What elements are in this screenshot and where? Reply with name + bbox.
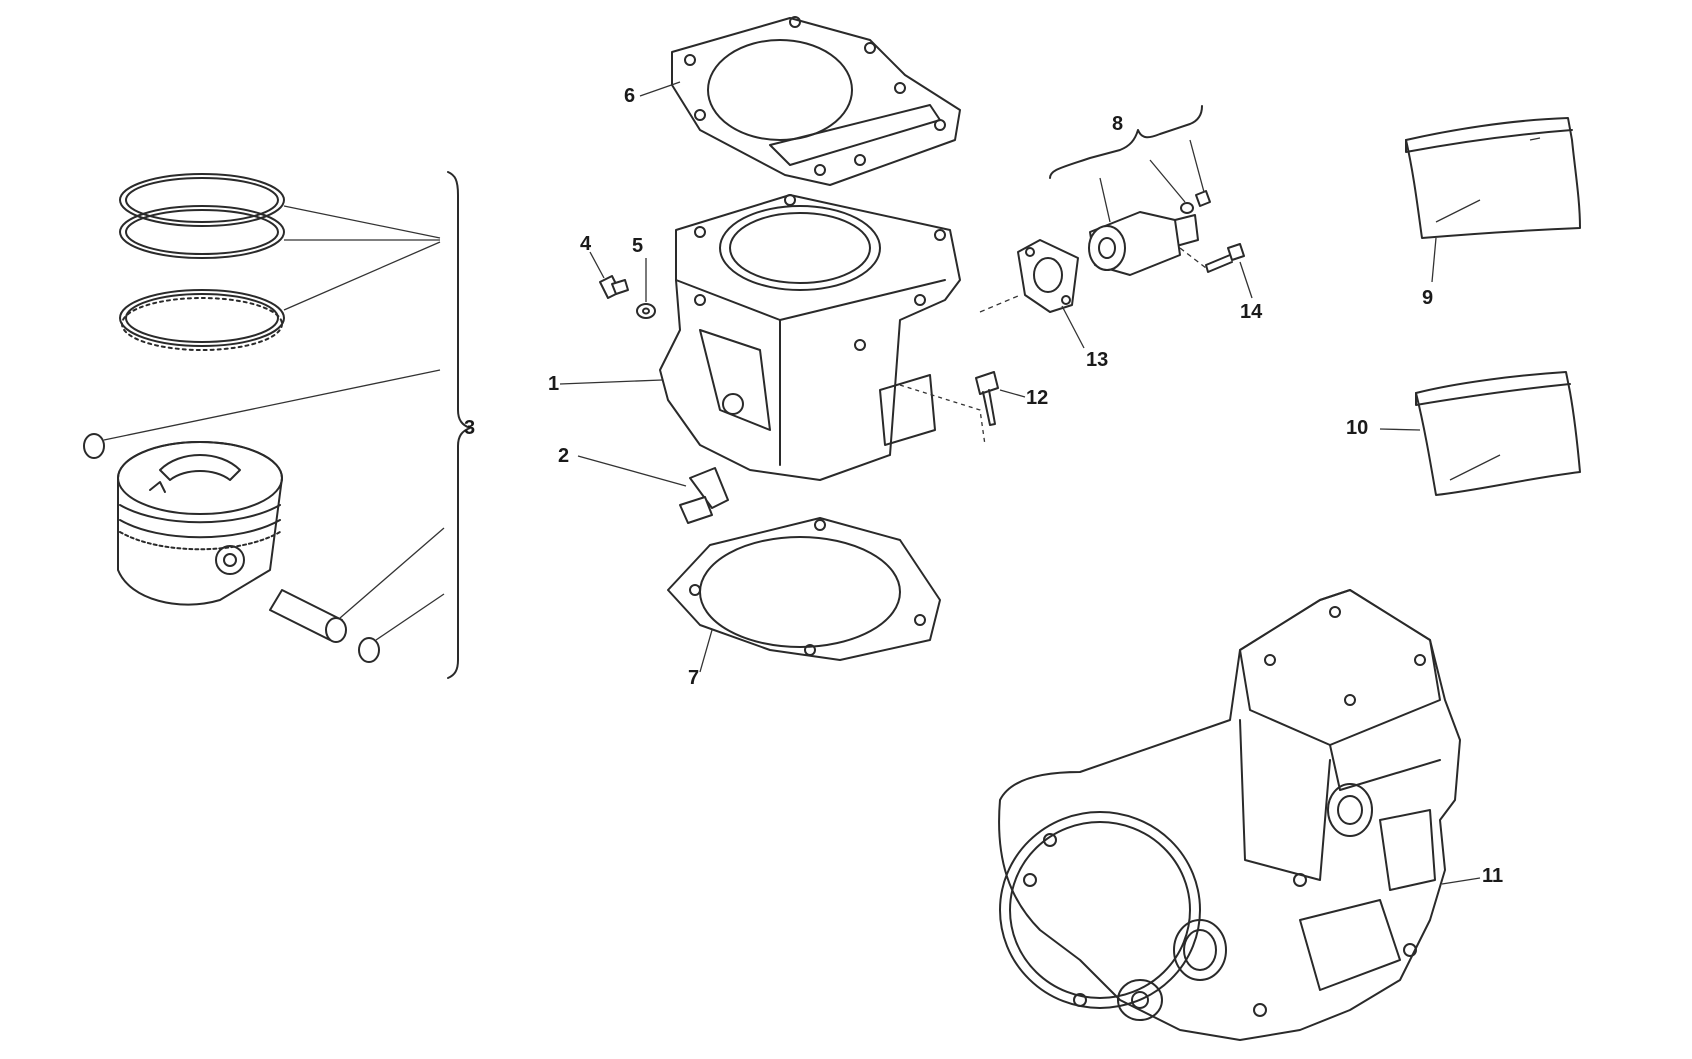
callout-8: 8 xyxy=(1112,113,1124,135)
callout-3: 3 xyxy=(464,417,476,439)
piston-ring-top xyxy=(119,173,285,227)
leader-7 xyxy=(699,629,713,673)
bracket-8 xyxy=(1049,105,1203,179)
leader-9 xyxy=(1431,237,1437,283)
leader-3c xyxy=(283,241,441,311)
piston-ring-second xyxy=(119,205,285,259)
callout-2: 2 xyxy=(558,445,570,467)
bag-10 xyxy=(1415,371,1581,496)
circlip-left xyxy=(83,433,105,459)
leader-4 xyxy=(589,251,605,279)
piston-pin xyxy=(269,589,347,643)
washer-5 xyxy=(636,303,656,319)
cam-tensioner xyxy=(1088,190,1211,276)
callout-4: 4 xyxy=(580,233,592,255)
guide-13 xyxy=(979,295,1019,313)
tensioner-gasket xyxy=(1017,239,1079,313)
leader-2 xyxy=(577,455,687,487)
leader-8c xyxy=(1189,139,1205,193)
callout-12: 12 xyxy=(1026,387,1049,409)
base-gasket-lower xyxy=(667,517,941,661)
callout-5: 5 xyxy=(632,235,644,257)
leader-3e xyxy=(339,527,445,619)
leader-8a xyxy=(1099,177,1111,223)
fitting-nipple xyxy=(679,467,729,524)
bag-9 xyxy=(1405,117,1581,239)
bolt-4 xyxy=(599,275,629,299)
callout-11: 11 xyxy=(1482,865,1504,887)
leader-10 xyxy=(1379,428,1421,431)
callout-13: 13 xyxy=(1086,349,1109,371)
cylinder xyxy=(659,194,961,481)
callout-6: 6 xyxy=(624,85,636,107)
guide-14 xyxy=(1179,247,1207,269)
engine-assembly xyxy=(998,589,1461,1041)
head-gasket-upper xyxy=(671,16,961,186)
callout-1: 1 xyxy=(548,373,560,395)
leader-12 xyxy=(999,389,1026,398)
leader-3a xyxy=(283,205,441,239)
circlip-right xyxy=(358,637,380,663)
callout-7: 7 xyxy=(688,667,700,689)
leader-1 xyxy=(559,379,663,385)
leader-13 xyxy=(1061,305,1085,349)
bracket-3 xyxy=(447,171,471,679)
callout-9: 9 xyxy=(1422,287,1434,309)
leader-3d xyxy=(103,369,441,441)
leader-3f xyxy=(375,593,445,641)
piston xyxy=(117,441,283,606)
bolt-12 xyxy=(975,371,999,426)
bolt-14 xyxy=(1205,243,1245,273)
leader-6 xyxy=(639,81,681,97)
leader-14 xyxy=(1239,261,1253,299)
oil-control-ring xyxy=(119,289,285,351)
leader-8b xyxy=(1149,159,1186,203)
callout-10: 10 xyxy=(1346,417,1369,439)
callout-14: 14 xyxy=(1240,301,1263,323)
leader-11 xyxy=(1441,877,1481,885)
guide-12 xyxy=(899,384,986,446)
